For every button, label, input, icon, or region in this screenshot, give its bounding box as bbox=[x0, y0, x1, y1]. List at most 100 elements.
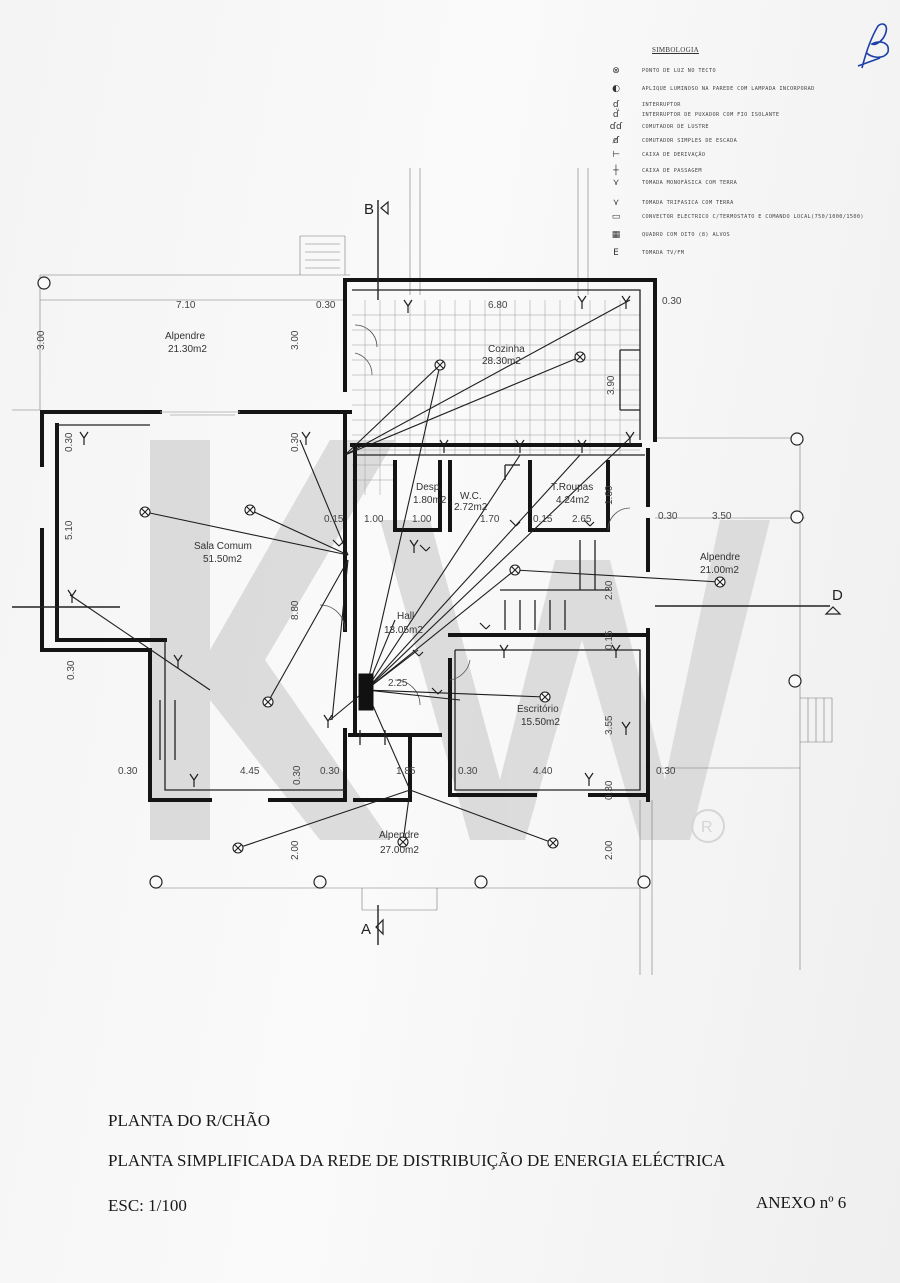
dim-label: 2.00 bbox=[290, 840, 301, 860]
legend-item: ⋎ TOMADA MONOFÁSICA COM TERRA bbox=[608, 178, 868, 192]
section-b-label: B bbox=[364, 201, 374, 218]
handwritten-initials bbox=[857, 23, 890, 69]
ceiling-light-icon bbox=[139, 506, 151, 518]
socket-icon bbox=[584, 772, 594, 786]
legend-label: COMUTADOR SIMPLES DE ESCADA bbox=[642, 138, 738, 144]
panel-board-icon: ▦ bbox=[611, 230, 621, 240]
ceiling-light-icon bbox=[547, 837, 559, 849]
sockets-and-switches bbox=[67, 295, 635, 787]
dim-label: 0.30 bbox=[458, 766, 478, 777]
switch-icon bbox=[332, 539, 344, 547]
section-b-arrow-icon bbox=[380, 200, 389, 216]
dim-label: 0.30 bbox=[118, 766, 138, 777]
room-name-alpendre-top: Alpendre bbox=[165, 331, 205, 342]
junction-box-icon: ⊢ bbox=[612, 150, 620, 160]
pull-box-icon: ┼ bbox=[613, 166, 619, 176]
tv-socket-icon: E bbox=[613, 248, 619, 258]
dim-label: 2.65 bbox=[572, 514, 592, 525]
legend-item: ▦ QUADRO COM OITO (8) ALVOS bbox=[608, 230, 868, 244]
room-area-alpendre-top: 21.30m2 bbox=[168, 344, 207, 355]
ceiling-light-icon bbox=[574, 351, 586, 363]
kitchen-tile-grid bbox=[352, 300, 640, 495]
wall-light-icon: ◐ bbox=[612, 84, 620, 94]
dim-label: 6.80 bbox=[488, 300, 508, 311]
socket-icon bbox=[301, 431, 311, 445]
switch-icon: ɗ bbox=[612, 100, 620, 110]
room-area-wc: 2.72m2 bbox=[454, 502, 488, 513]
ceiling-light-icon bbox=[434, 359, 446, 371]
switch-icon bbox=[509, 519, 521, 527]
socket-icon bbox=[323, 714, 333, 728]
dim-label: 2.00 bbox=[604, 840, 615, 860]
section-d-arrow-icon bbox=[824, 606, 842, 615]
walls bbox=[40, 278, 657, 802]
socket-icon bbox=[515, 439, 525, 453]
dim-label: 0.30 bbox=[64, 432, 75, 452]
dim-label: 2.30 bbox=[604, 580, 615, 600]
room-name-escritorio: Escritório bbox=[517, 704, 559, 715]
socket-icon: ⋎ bbox=[612, 178, 620, 188]
legend-item: ⊢ CAIXA DE DERIVAÇÃO bbox=[608, 150, 868, 164]
dim-label: 0.30 bbox=[604, 780, 615, 800]
socket-icon bbox=[173, 654, 183, 668]
section-a-arrow-icon bbox=[375, 918, 384, 936]
dim-label: 3.90 bbox=[606, 375, 617, 395]
pull-switch-icon: ɗ̈ bbox=[612, 110, 620, 120]
switch-icon bbox=[583, 519, 595, 527]
stair-switch-icon: ɗ̸ bbox=[612, 136, 620, 146]
legend-item: ▭ CONVECTOR ELECTRICO C/TERMOSTATO E COM… bbox=[608, 212, 868, 226]
legend-title: SIMBOLOGIA bbox=[652, 46, 699, 54]
ceiling-light-icon bbox=[509, 564, 521, 576]
socket-icon bbox=[621, 721, 631, 735]
dim-label: 0.15 bbox=[533, 514, 553, 525]
dim-label: 8.80 bbox=[290, 600, 301, 620]
dim-label: 4.40 bbox=[533, 766, 553, 777]
dim-label: 4.45 bbox=[240, 766, 260, 777]
dim-label: 0.15 bbox=[604, 630, 615, 650]
legend-label: COMUTADOR DE LUSTRE bbox=[642, 124, 709, 130]
room-name-cozinha: Cozinha bbox=[488, 344, 525, 355]
legend-label: TOMADA MONOFÁSICA COM TERRA bbox=[642, 180, 738, 186]
socket-icon bbox=[625, 431, 635, 445]
room-area-alpendre-bottom: 27.00m2 bbox=[380, 845, 419, 856]
socket-icon bbox=[67, 589, 77, 603]
chandelier-switch-icon: ɗɗ bbox=[609, 122, 623, 132]
legend-item: ┼ CAIXA DE PASSAGEM bbox=[608, 166, 868, 180]
legend-label: CAIXA DE PASSAGEM bbox=[642, 168, 702, 174]
room-name-sala: Sala Comum bbox=[194, 541, 252, 552]
dim-label: 3.50 bbox=[712, 511, 732, 522]
plan-scale: ESC: 1/100 bbox=[108, 1196, 187, 1215]
ceiling-light-icon bbox=[232, 842, 244, 854]
legend-label: APLIQUE LUMINOSO NA PAREDE COM LAMPADA I… bbox=[642, 86, 815, 92]
axis-bubbles bbox=[37, 276, 804, 889]
dim-label: 0.30 bbox=[656, 766, 676, 777]
dim-label: 0.30 bbox=[66, 660, 77, 680]
door-swings bbox=[160, 324, 631, 706]
dim-label: 1.85 bbox=[396, 766, 416, 777]
dim-label: 1.70 bbox=[480, 514, 500, 525]
legend-label: CONVECTOR ELECTRICO C/TERMOSTATO E COMAN… bbox=[642, 214, 864, 220]
inner-wall-lines bbox=[57, 289, 645, 791]
legend-item: ɗ INTERRUPTOR bbox=[608, 100, 868, 114]
room-name-hall: Hall bbox=[397, 611, 414, 622]
room-name-wc: W.C. bbox=[460, 491, 482, 502]
socket-icon bbox=[189, 773, 199, 787]
dim-label: 1.60 bbox=[604, 485, 615, 505]
legend-item: ⋎ TOMADA TRIFASICA COM TERRA bbox=[608, 198, 868, 212]
dim-label: 1.00 bbox=[364, 514, 384, 525]
socket-icon bbox=[611, 644, 621, 658]
section-d-label: D bbox=[832, 587, 843, 604]
legend-label: TOMADA TRIFASICA COM TERRA bbox=[642, 200, 734, 206]
dim-label: 0.30 bbox=[320, 766, 340, 777]
circuit-wires bbox=[69, 299, 721, 849]
dimension-labels: 7.10 0.30 6.80 0.30 3.00 3.00 3.90 0.30 … bbox=[36, 296, 732, 860]
dim-label: 2.25 bbox=[388, 678, 408, 689]
room-name-desp: Desp. bbox=[416, 482, 442, 493]
socket-icon bbox=[409, 539, 419, 553]
convector-icon: ▭ bbox=[611, 212, 621, 222]
room-area-cozinha: 28.30m2 bbox=[482, 356, 521, 367]
section-a-label: A bbox=[361, 921, 371, 938]
legend-item: ⊗ PONTO DE LUZ NO TECTO bbox=[608, 66, 868, 80]
